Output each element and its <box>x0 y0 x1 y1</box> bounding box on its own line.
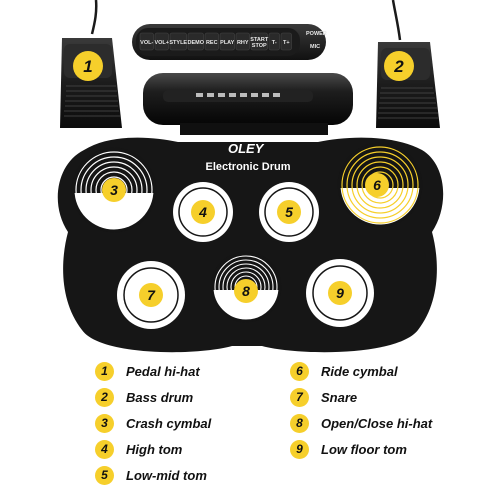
console-button <box>139 32 154 51</box>
console-power-label: POWER <box>306 31 327 37</box>
legend-badge: 3 <box>95 413 114 433</box>
pad-badge-number: 2 <box>393 57 404 76</box>
legend-badge: 7 <box>290 387 309 407</box>
pad-badge <box>277 200 301 224</box>
legend-item: 6 Ride cymbal <box>290 361 398 381</box>
right-pedal-cable <box>391 0 402 41</box>
pad-badge <box>234 279 258 303</box>
pad-number-badges: 1 2 3 4 5 6 7 8 9 <box>73 51 414 307</box>
legend-badge: 8 <box>290 413 309 433</box>
console-button-label: VOL+ <box>154 40 169 46</box>
legend-badge: 4 <box>95 439 114 459</box>
console-button <box>219 32 235 51</box>
legend-label: Ride cymbal <box>321 363 398 379</box>
console-button-label: T- <box>272 40 277 46</box>
product-label: Electronic Drum <box>206 161 291 173</box>
pad-badge <box>365 173 389 197</box>
pad-badge-number: 9 <box>336 285 344 301</box>
legend-badge: 9 <box>290 439 309 459</box>
pad-legend: 1 Pedal hi-hat 2 Bass drum 3 Crash cymba… <box>0 356 500 500</box>
pad-badge <box>139 283 163 307</box>
console-button <box>235 32 250 51</box>
legend-label: Crash cymbal <box>126 415 212 431</box>
sound-module <box>143 73 353 135</box>
legend-badge: 5 <box>95 465 114 485</box>
left-pedal-cable <box>90 0 98 35</box>
console-button-label: STOP <box>252 43 267 49</box>
legend-label: Open/Close hi-hat <box>321 415 433 431</box>
pad-badge <box>102 178 126 202</box>
console-button <box>154 32 169 51</box>
legend-item: 1 Pedal hi-hat <box>95 361 200 381</box>
legend-item: 3 Crash cymbal <box>95 413 211 433</box>
legend-label: Low floor tom <box>321 441 407 457</box>
legend-item: 9 Low floor tom <box>290 439 407 459</box>
console-button-label: REC <box>206 40 218 46</box>
pad-badge <box>73 51 103 81</box>
pad-badge-number: 8 <box>242 283 250 299</box>
legend-label: High tom <box>126 441 183 457</box>
pad-badge <box>191 200 215 224</box>
legend-label: Snare <box>321 389 358 405</box>
legend-item: 5 Low-mid tom <box>95 465 207 485</box>
legend-badge: 1 <box>95 361 114 381</box>
console-button-label: DEMO <box>188 40 205 46</box>
pad-badge-number: 3 <box>110 182 118 198</box>
legend-item: 2 Bass drum <box>95 387 193 407</box>
legend-item: 7 Snare <box>290 387 357 407</box>
console-button <box>280 32 292 51</box>
legend-item: 8 Open/Close hi-hat <box>290 413 432 433</box>
console-button <box>169 32 187 51</box>
pad-badge <box>384 51 414 81</box>
pad-badge-number: 1 <box>83 57 92 76</box>
pad-badge-number: 7 <box>147 287 156 303</box>
console-button <box>250 32 268 51</box>
legend-badge: 2 <box>95 387 114 407</box>
console-mic-label: MIC <box>310 44 320 50</box>
legend-item: 4 High tom <box>95 439 182 459</box>
legend-label: Bass drum <box>126 389 194 405</box>
brand-logo: OLEY <box>228 141 265 156</box>
legend-label: Pedal hi-hat <box>126 363 200 379</box>
console-button <box>187 32 204 51</box>
pad-badge-number: 4 <box>198 204 207 220</box>
pad-badge <box>328 281 352 305</box>
console-button <box>268 32 280 51</box>
legend-badge: 6 <box>290 361 309 381</box>
console-button-label: STYLE <box>169 40 187 46</box>
console-button-label: START <box>250 37 269 43</box>
console-button <box>204 32 219 51</box>
console-button-label: RHY <box>237 40 249 46</box>
pad-badge-number: 6 <box>373 177 381 193</box>
console-button-label: VOL- <box>140 40 153 46</box>
pad-badge-number: 5 <box>285 204 293 220</box>
console-button-label: PLAY <box>220 40 234 46</box>
console-button-label: T+ <box>283 40 290 46</box>
legend-label: Low-mid tom <box>126 467 207 483</box>
